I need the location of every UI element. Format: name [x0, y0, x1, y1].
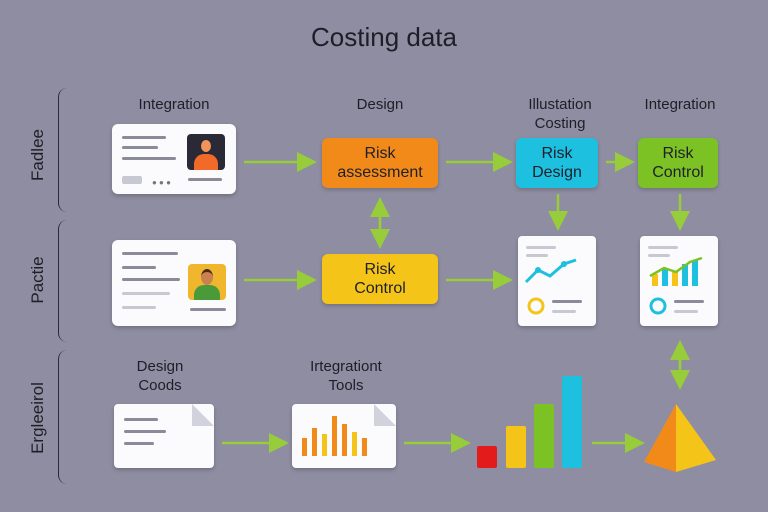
text-line [122, 266, 156, 269]
bar-chart-icon [649, 256, 703, 315]
column-label-integration: Integration [138, 96, 210, 113]
column-label-design: Design [356, 96, 404, 113]
text-line [552, 300, 582, 303]
label-design-coods: Design Coods [100, 357, 220, 395]
text-line [122, 278, 180, 281]
bar-green [534, 404, 554, 468]
text-line [526, 246, 556, 249]
risk-control-green-box: Risk Control [638, 138, 718, 188]
label-integrationt-tools-line-2: Tools [328, 377, 364, 394]
risk-design-line-2: Design [532, 164, 582, 181]
risk-design-box: Risk Design [516, 138, 598, 188]
label-integrationt-tools-line-1: Irtegrationt [310, 358, 382, 375]
row-bracket-3 [58, 350, 67, 484]
risk-control-yellow-line-2: Control [354, 280, 406, 297]
person-icon [187, 134, 225, 170]
text-line [526, 254, 548, 257]
column-label-line-2: Costing [534, 115, 586, 132]
text-line [122, 157, 176, 160]
risk-assessment-line-1: Risk [364, 145, 396, 162]
text-line [674, 310, 698, 313]
design-doc [114, 404, 214, 468]
column-label-line-1: Illustation [528, 96, 592, 113]
text-line [124, 430, 166, 433]
doc-icon [192, 404, 214, 426]
tools-doc [292, 404, 396, 468]
column-label-illustation-costing: Illustation Costing [500, 95, 620, 133]
bar-chart-doc [640, 236, 718, 326]
label-integrationt-tools: Irtegrationt Tools [276, 357, 416, 395]
person-icon [188, 264, 226, 300]
risk-design-line-1: Risk [541, 145, 573, 162]
text-line [124, 442, 154, 445]
risk-control-yellow-line-1: Risk [364, 261, 396, 278]
risk-assessment-line-2: assessment [337, 164, 423, 181]
label-design-coods-line-2: Coods [138, 377, 182, 394]
row-bracket-1 [58, 88, 67, 212]
profile-card-1: ● ● ● [112, 124, 236, 194]
bar-yellow [506, 426, 526, 468]
diagram-title: Costing data [311, 22, 457, 52]
profile-card-2 [112, 240, 236, 326]
label-design-coods-line-1: Design [136, 358, 184, 375]
line-chart-doc [518, 236, 596, 326]
text-line [122, 136, 166, 139]
bar-chart-icon [302, 404, 396, 456]
text-line [648, 246, 678, 249]
risk-assessment-box: Risk assessment [322, 138, 438, 188]
text-line [122, 306, 156, 309]
text-line [648, 254, 670, 257]
dots-icon: ● ● ● [152, 178, 171, 187]
text-line [552, 310, 576, 313]
risk-control-green-line-1: Risk [662, 145, 694, 162]
text-line [674, 300, 704, 303]
bar-cyan [562, 376, 582, 468]
text-line [190, 308, 226, 311]
text-line [188, 178, 222, 181]
text-line [122, 146, 158, 149]
bar-red [477, 446, 497, 468]
text-line [122, 292, 170, 295]
text-line [122, 176, 142, 184]
column-label-integration-2: Integration [644, 96, 716, 113]
text-line [122, 252, 178, 255]
text-line [124, 418, 158, 421]
risk-control-green-line-2: Control [652, 164, 704, 181]
risk-control-yellow-box: Risk Control [322, 254, 438, 304]
row-bracket-2 [58, 220, 67, 342]
line-chart-icon [524, 258, 577, 315]
